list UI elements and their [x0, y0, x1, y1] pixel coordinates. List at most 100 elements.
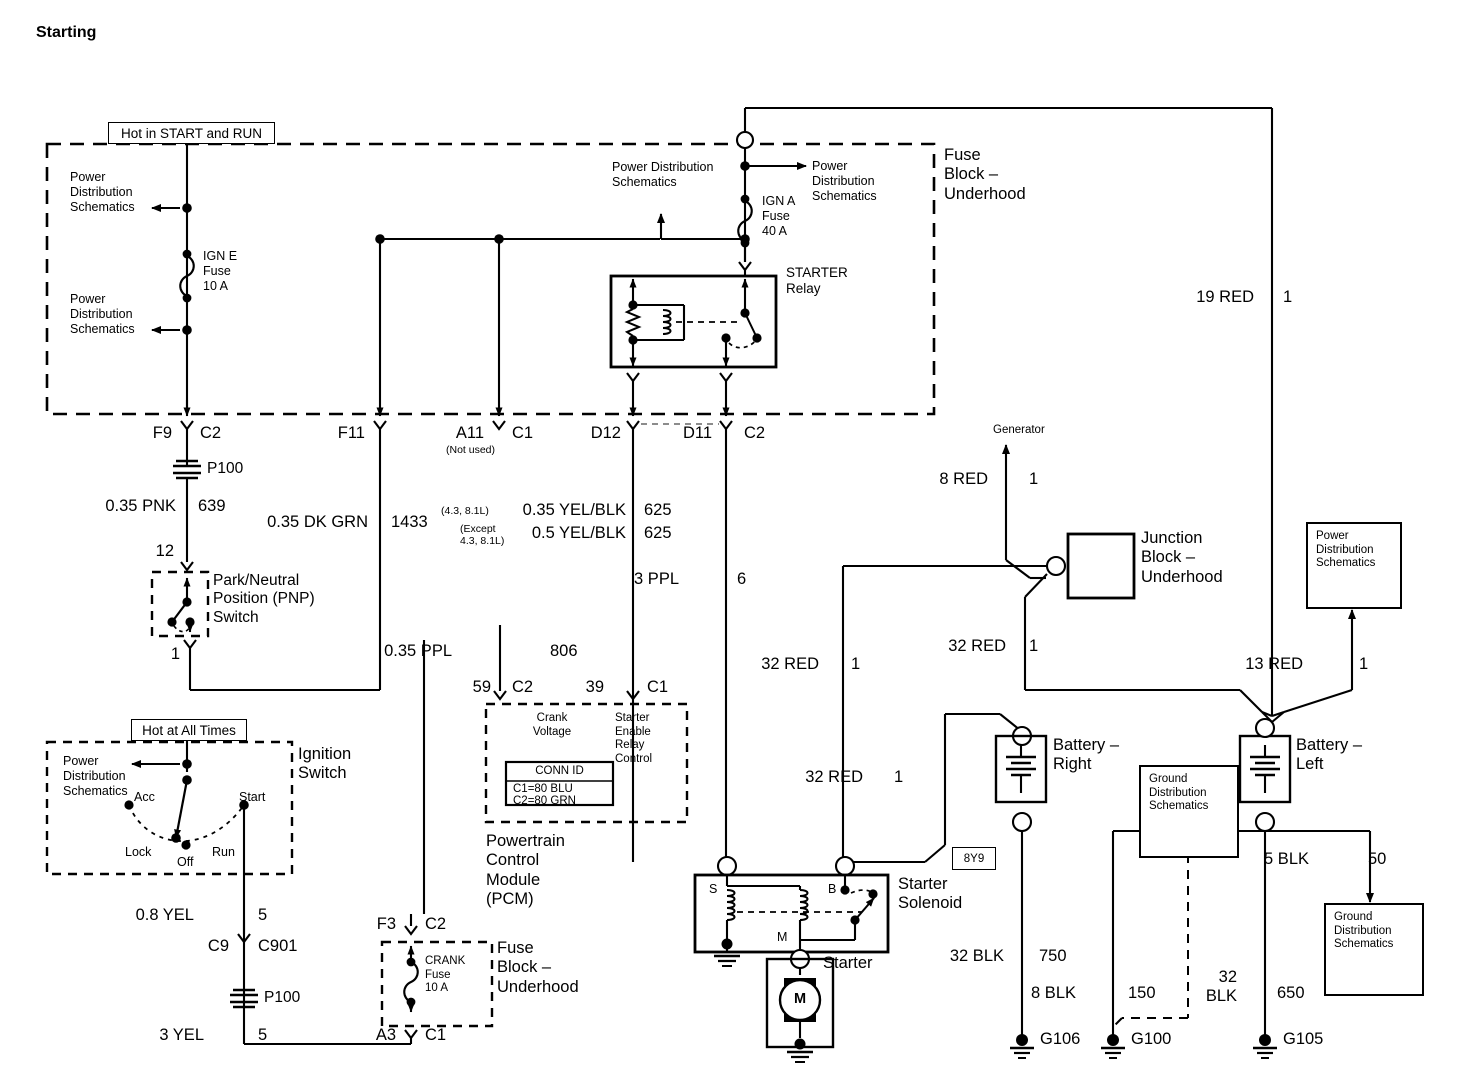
ground-g106-label: G106: [1040, 1030, 1081, 1048]
solenoid-terminal-s: S: [709, 882, 718, 896]
pds-label-ignition-switch: Power Distribution Schematics: [63, 754, 128, 798]
splice-8y9-box: 8Y9: [952, 847, 996, 870]
a11-not-used-note: (Not used): [446, 444, 496, 456]
wire-32red-jb-circuit: 1: [1029, 637, 1039, 655]
wire-32red-jb-spec: 32 RED: [948, 637, 1006, 655]
wire-806-circuit: 806: [550, 642, 578, 660]
wire-19red-spec: 19 RED: [1196, 288, 1254, 306]
connector-pin-a11: A11: [455, 424, 484, 442]
pds-label-top-left: Power Distribution Schematics: [612, 160, 714, 189]
junction-block-label: Junction Block – Underhood: [1141, 529, 1223, 586]
connector-pin-c9: C9: [207, 937, 229, 955]
wire-750-circuit: 750: [1039, 947, 1067, 965]
ignition-position-acc: Acc: [134, 790, 155, 804]
wire-650-circuit: 650: [1277, 984, 1305, 1002]
connector-pin-a3: A3: [375, 1026, 396, 1044]
ignition-position-lock: Lock: [125, 845, 152, 859]
ignition-switch-label: Ignition Switch: [298, 745, 352, 783]
wire-750-spec: 32 BLK: [949, 947, 1004, 965]
wire-650-spec: 32 BLK: [1205, 968, 1237, 1006]
generator-label: Generator: [993, 424, 1045, 436]
ign-e-fuse-label: IGN E Fuse 10 A: [203, 249, 238, 293]
battery-right-label: Battery – Right: [1053, 736, 1120, 774]
crank-voltage-label: Crank Voltage: [532, 712, 572, 738]
connector-id-c1-pcm: C1: [647, 678, 669, 696]
connector-pin-39: 39: [585, 678, 604, 696]
wire-150-spec: 8 BLK: [1031, 984, 1076, 1002]
battery-left-label: Battery – Left: [1296, 736, 1363, 774]
fuse-block-underhood-bottom-label: Fuse Block – Underhood: [497, 939, 579, 996]
conn-id-c1: C1=80 BLU: [513, 783, 573, 795]
connector-pin-f11: F11: [337, 424, 365, 442]
gds-2-text: Ground Distribution Schematics: [1334, 911, 1394, 951]
wire-1433-spec: 0.35 DK GRN: [267, 513, 368, 531]
conn-id-c2: C2=80 GRN: [513, 795, 576, 807]
wire-625a-spec: 0.35 YEL/BLK: [522, 501, 626, 519]
ground-distribution-schematics-box-2: Ground Distribution Schematics: [1324, 903, 1424, 996]
connector-id-c2-crank: C2: [425, 915, 447, 933]
power-distribution-schematics-box-right: Power Distribution Schematics: [1306, 522, 1402, 609]
wire-6-spec: 3 PPL: [634, 570, 679, 588]
wire-5yel3-circuit: 5: [258, 1026, 268, 1044]
wire-625b-circuit: 625: [644, 524, 672, 542]
ground-g105-label: G105: [1283, 1030, 1324, 1048]
connector-id-c2-pcm: C2: [512, 678, 534, 696]
wire-50-circuit: 50: [1368, 850, 1387, 868]
connector-pin-d12: D12: [590, 424, 621, 442]
p100-label-bottom: P100: [264, 989, 301, 1006]
pds-label-top-right: Power Distribution Schematics: [812, 159, 877, 203]
pds-label-2: Power Distribution Schematics: [70, 292, 135, 336]
wire-625a-note: (4.3, 8.1L): [441, 505, 489, 517]
hot-start-run-label: Hot in START and RUN: [108, 122, 275, 144]
fuse-block-underhood-top-label: Fuse Block – Underhood: [944, 146, 1026, 203]
gds-1-text: Ground Distribution Schematics: [1149, 773, 1209, 813]
wire-50-spec: 5 BLK: [1264, 850, 1309, 868]
connector-pin-d11: D11: [682, 424, 712, 442]
wire-32red-sol-spec: 32 RED: [761, 655, 819, 673]
wire-5yel8-circuit: 5: [258, 906, 268, 924]
connector-id-c1-a11: C1: [512, 424, 534, 442]
connector-id-c1-crank: C1: [425, 1026, 447, 1044]
wire-32red-bat-spec: 32 RED: [805, 768, 863, 786]
pcm-label: Powertrain Control Module (PCM): [486, 832, 565, 909]
ign-a-fuse-label: IGN A Fuse 40 A: [762, 194, 796, 238]
solenoid-terminal-m: M: [777, 930, 788, 944]
page-title: Starting: [36, 24, 97, 41]
wire-639-circuit: 639: [198, 497, 226, 515]
wire-8red-circuit: 1: [1029, 470, 1039, 488]
connector-id-c2-f9: C2: [200, 424, 222, 442]
solenoid-terminal-b: B: [828, 882, 837, 896]
pds-label-1: Power Distribution Schematics: [70, 170, 135, 214]
wire-5yel3-spec: 3 YEL: [159, 1026, 204, 1044]
wire-625b-spec: 0.5 YEL/BLK: [531, 524, 626, 542]
wire-5yel8-spec: 0.8 YEL: [135, 906, 194, 924]
wire-6-circuit: 6: [737, 570, 747, 588]
wire-32red-bat-circuit: 1: [894, 768, 904, 786]
wire-625a-circuit: 625: [644, 501, 672, 519]
wire-13red-spec: 13 RED: [1245, 655, 1303, 673]
connector-pin-f9: F9: [152, 424, 172, 442]
connector-pin-1: 1: [170, 645, 180, 663]
wire-13red-circuit: 1: [1359, 655, 1369, 673]
connector-id-c2-d11: C2: [744, 424, 766, 442]
wire-625b-note: (Except 4.3, 8.1L): [460, 523, 505, 548]
connector-id-c901: C901: [258, 937, 298, 955]
ignition-position-start: Start: [239, 790, 266, 804]
conn-id-title: CONN ID: [535, 765, 584, 777]
wire-8red-spec: 8 RED: [939, 470, 988, 488]
connector-pin-f3: F3: [376, 915, 396, 933]
starter-label: Starter: [823, 954, 873, 972]
starter-enable-relay-control-label: Starter Enable Relay Control: [615, 712, 653, 765]
wire-32red-sol-circuit: 1: [851, 655, 861, 673]
starter-solenoid-label: Starter Solenoid: [898, 875, 963, 913]
wire-639-spec: 0.35 PNK: [105, 497, 176, 515]
ground-g100-label: G100: [1131, 1030, 1172, 1048]
crank-fuse-label: CRANK Fuse 10 A: [425, 955, 466, 995]
pnp-switch-label: Park/Neutral Position (PNP) Switch: [213, 572, 315, 626]
pds-right-text: Power Distribution Schematics: [1316, 530, 1376, 570]
wire-806-spec: 0.35 PPL: [384, 642, 452, 660]
hot-all-times-label: Hot at All Times: [131, 719, 247, 741]
p100-label-top: P100: [207, 460, 244, 477]
